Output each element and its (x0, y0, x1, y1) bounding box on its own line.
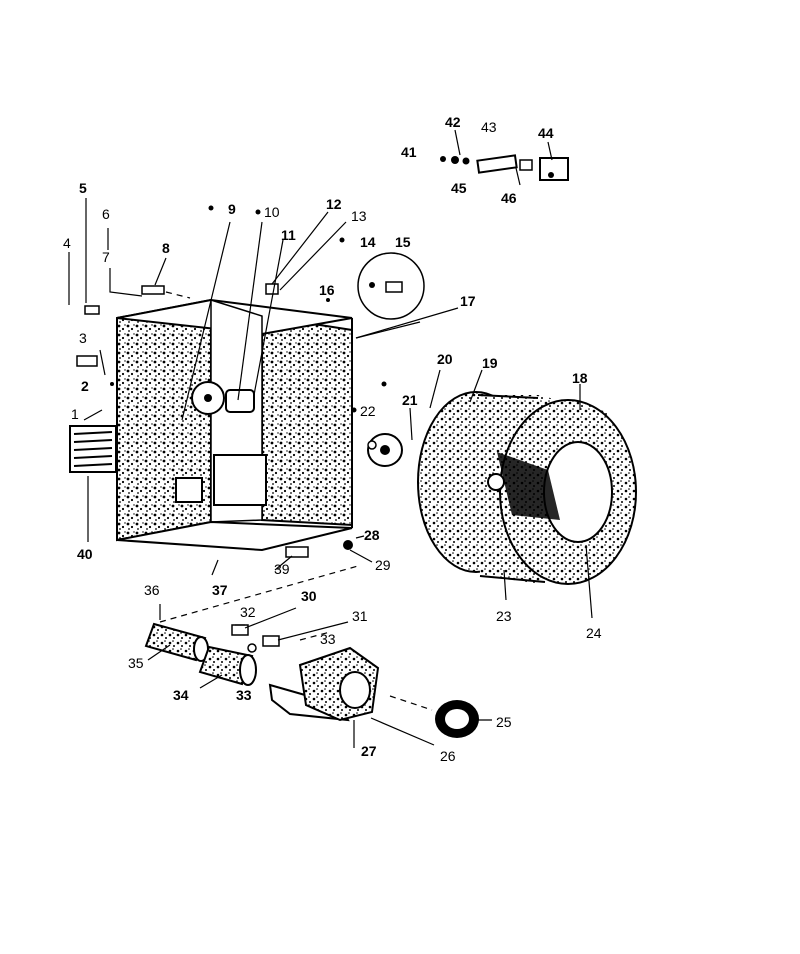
callout-labels: 1 2 3 4 5 6 7 8 9 10 11 12 13 14 15 16 1… (63, 114, 602, 764)
callout-30: 30 (301, 588, 317, 604)
callout-32: 32 (240, 604, 256, 620)
callout-24: 24 (586, 625, 602, 641)
callout-8: 8 (162, 240, 170, 256)
callout-4: 4 (63, 235, 71, 251)
callout-1: 1 (71, 406, 79, 422)
callout-16: 16 (319, 282, 335, 298)
callout-15: 15 (395, 234, 411, 250)
cabinet-right-panel (261, 314, 353, 527)
callout-22: 22 (360, 403, 376, 419)
callout-9: 9 (228, 201, 236, 217)
callout-11: 11 (281, 227, 296, 243)
callout-21: 21 (402, 392, 418, 408)
callout-20: 20 (437, 351, 453, 367)
callout-41: 41 (401, 144, 417, 160)
base-bracket (285, 546, 309, 558)
dashed-guides (159, 291, 433, 711)
callout-40: 40 (77, 546, 93, 562)
fuse-part (262, 635, 280, 647)
callout-13: 13 (351, 208, 367, 224)
callout-34: 34 (173, 687, 189, 703)
small-dots (110, 205, 387, 413)
cabinet-left-panel (116, 298, 212, 542)
callout-2: 2 (81, 378, 89, 394)
exhaust-duct-parts (144, 622, 257, 686)
leveling-leg (343, 540, 353, 550)
callout-3: 3 (79, 330, 87, 346)
callout-7: 7 (102, 249, 110, 265)
blower-housing (268, 646, 380, 722)
callout-25: 25 (496, 714, 512, 730)
callout-12: 12 (326, 196, 342, 212)
callout-23: 23 (496, 608, 512, 624)
callout-33: 33 (320, 631, 336, 647)
callout-33-bold: 33 (236, 687, 252, 703)
exhaust-opening (175, 477, 203, 503)
callout-35: 35 (128, 655, 144, 671)
callout-10: 10 (264, 204, 280, 220)
callout-37: 37 (212, 582, 228, 598)
callout-31: 31 (352, 608, 368, 624)
callout-42: 42 (445, 114, 461, 130)
bracket-detail (385, 281, 403, 293)
drum-assembly (417, 391, 637, 585)
leader-lines (68, 129, 593, 748)
upper-left-hardware (76, 283, 279, 367)
callout-6: 6 (102, 206, 110, 222)
callout-28: 28 (364, 527, 380, 543)
callout-17: 17 (460, 293, 476, 309)
callout-27: 27 (361, 743, 377, 759)
callout-19: 19 (482, 355, 498, 371)
callout-46: 46 (501, 190, 517, 206)
callout-39: 39 (274, 561, 290, 577)
callout-45: 45 (451, 180, 467, 196)
callout-26: 26 (440, 748, 456, 764)
callout-5: 5 (79, 180, 87, 196)
door-switch-assembly (440, 154, 569, 181)
cabinet (116, 298, 353, 552)
callout-29: 29 (375, 557, 391, 573)
motor-bracket (225, 389, 255, 413)
callout-18: 18 (572, 370, 588, 386)
callout-14: 14 (360, 234, 376, 250)
lint-grille (69, 425, 117, 473)
drum-opening (543, 441, 613, 543)
callout-36: 36 (144, 582, 160, 598)
back-panel-opening (213, 454, 267, 506)
thermostat-part (231, 624, 249, 636)
callout-44: 44 (538, 125, 554, 141)
callout-43: 43 (481, 119, 497, 135)
